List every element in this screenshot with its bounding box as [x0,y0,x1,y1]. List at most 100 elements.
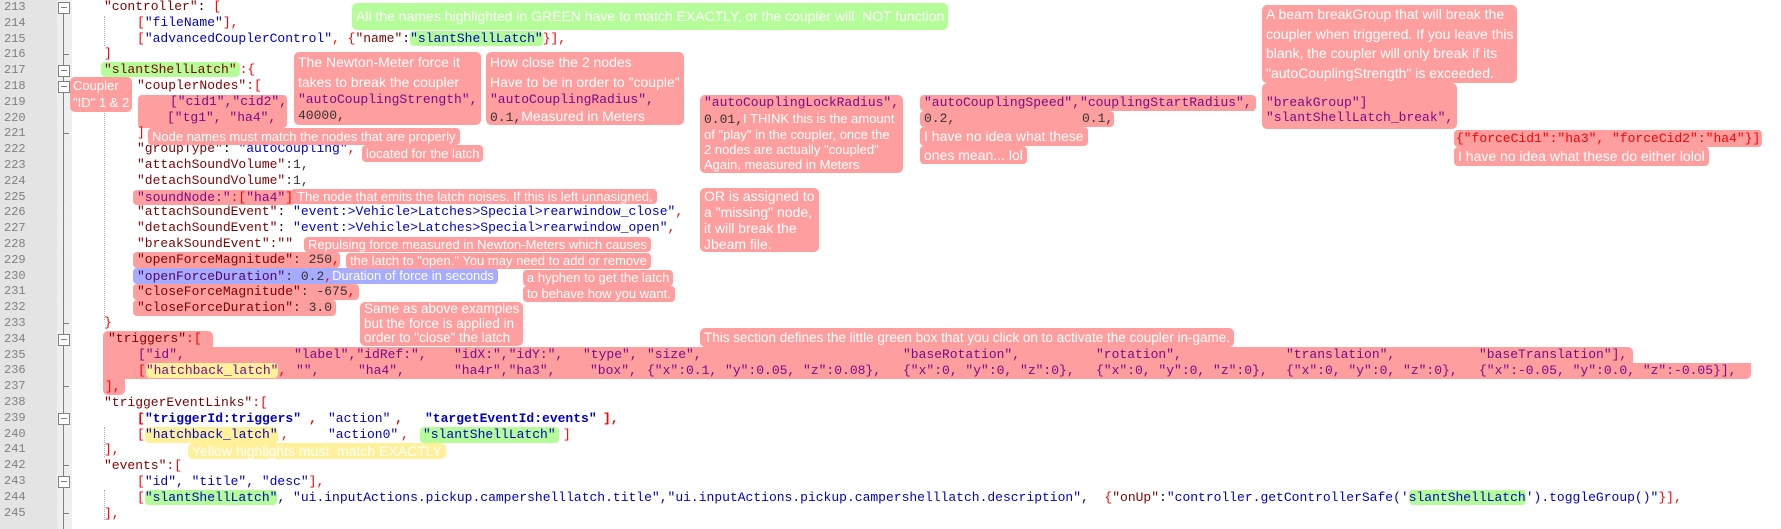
bracket: :{ [239,62,256,77]
punct: , [324,269,333,284]
yellow-highlight-trigger-id: "hatchback_latch" [145,363,279,378]
indent-guide [104,16,105,46]
json-string: "id", "title", "desc" [144,474,309,489]
json-string: "action0" [328,427,399,442]
speed-value: 0.2, [924,111,956,126]
fold-collapse-icon[interactable] [58,81,70,93]
code-line-245: ], [104,506,120,522]
json-key: "couplerNodes" [137,78,247,93]
json-key: "openForceMagnitude" [137,252,294,267]
radius-units-note: Measured in Meters [521,108,645,124]
speed-keys: "autoCouplingSpeed","couplingStartRadius… [920,95,1256,111]
json-key: "triggers" [108,331,187,346]
line-number: 222 [4,142,26,156]
repulsing-note-line4: to behave how you want. [523,286,675,302]
triggers-section-note: This section defines the little green bo… [700,328,1235,347]
json-number: :1, [285,173,309,188]
line-number: 227 [4,221,26,235]
line-number: 233 [4,316,26,330]
bracket: }], [1658,490,1682,505]
code-line-219: ["cid1","cid2", [170,94,288,109]
lock-radius-note: "autoCouplingLockRadius",0.01,I THINK th… [700,95,904,173]
column-header: "label","idRef:", [294,347,427,362]
code-line-241: ], [104,442,120,458]
line-number: 238 [4,395,26,409]
punct: , [667,220,676,235]
strength-value: 40000, [298,108,345,123]
code-line-239: ["triggerId:triggers","action","targetEv… [137,411,619,427]
punct: : [277,204,294,219]
code-line-227: "detachSoundEvent": "event:>Vehicle>Latc… [137,220,675,236]
fold-end-marker [63,133,69,134]
node-names-note-line1: Node names must match the nodes that are… [148,128,460,145]
column-header: "idX:","idY:", [454,347,564,362]
code-line-233: } [104,315,112,331]
code-line-221: ] [137,125,145,141]
punct: , [659,490,668,505]
fold-collapse-icon[interactable] [58,476,70,488]
fold-collapse-icon[interactable] [58,2,70,14]
json-key: "closeForceDuration" [137,300,294,315]
break-group-key: "breakGroup"] [1266,95,1368,110]
bracket: ], [105,379,121,394]
note-line: of "play" in the coupler, once the [704,127,890,142]
note-line: OR is assigned to [704,188,815,204]
fold-margin [57,0,72,529]
bracket: ] [137,125,145,140]
punct: , [309,411,317,426]
json-key: "closeForceMagnitude" [137,284,301,299]
code-line-240: ["hatchback_latch","action0","slantShell… [137,427,577,443]
bracket: :[ [252,395,268,410]
note-line: blank, the coupler will only break if it… [1266,45,1498,61]
trigger-base-translation: {"x":-0.05, "y":0.0, "z":-0.05}], [1479,363,1737,378]
line-number: 223 [4,158,26,172]
line-number: 226 [4,205,26,219]
line-number: 240 [4,427,26,441]
bracket: ], [222,15,239,30]
repulsing-note-line2: the latch to "open." You may need to add… [346,253,651,269]
trigger-size: {"x":0.1, "y":0.05, "z":0.08}, [647,363,882,378]
note-line: Jbeam file. [704,236,772,252]
column-header: "type", [583,347,638,362]
trigger-label: "", [296,363,320,378]
json-number: : -675 [300,284,348,299]
repulsing-note-line3: a hyphen to get the latch [523,270,674,286]
note-line: "ID" 1 & 2 [73,95,130,110]
code-line-213: "controller": [ [104,0,221,15]
line-number: 236 [4,363,26,377]
code-line-236: ["hatchback_latch","","ha4","ha4r","ha3"… [103,363,1751,379]
json-key: "breakSoundEvent" [137,236,270,251]
line-number: 217 [4,63,26,77]
force-cid-code: {"forceCid1":"ha3", "forceCid2":"ha4"}] [1454,130,1763,147]
bracket: [ [213,0,222,14]
line-number: 235 [4,348,26,362]
bracket: [ [137,411,145,426]
note-line: Have to be in order to "couple" [490,74,680,90]
bracket: :[ [246,78,262,93]
punct: , [1081,490,1105,505]
green-highlight-name: "slantShellLatch" [101,62,240,77]
fold-collapse-icon[interactable] [58,413,70,425]
note-line: a "missing" node, [704,204,812,220]
json-string: "event:>Vehicle>Latches>Special>rearwind… [293,220,668,235]
code-line-231: "closeForceMagnitude": -675, [133,284,360,300]
fold-collapse-icon[interactable] [58,334,70,346]
json-string: "ui.inputActions.pickup.campershelllatch… [293,490,660,505]
speed-values: 0.2,0.1, [920,111,1114,127]
bracket: :[ [186,331,202,346]
line-number: 232 [4,300,26,314]
line-number: 242 [4,458,26,472]
column-header: "size", [647,347,702,362]
fold-line [63,14,64,529]
json-number: : 0.2 [285,269,325,284]
code-line-230: "openForceDuration": 0.2,Duration of for… [133,268,498,284]
json-key: "events" [104,458,167,473]
json-string: "controller.getControllerSafe(' [1166,490,1409,505]
bracket: ] [104,46,112,61]
bracket: ], [104,506,120,521]
fold-collapse-icon[interactable] [58,65,70,77]
punct: , [277,490,294,505]
punct: : [1159,490,1167,505]
yellow-highlight-trigger-id: "hatchback_latch" [145,427,278,443]
